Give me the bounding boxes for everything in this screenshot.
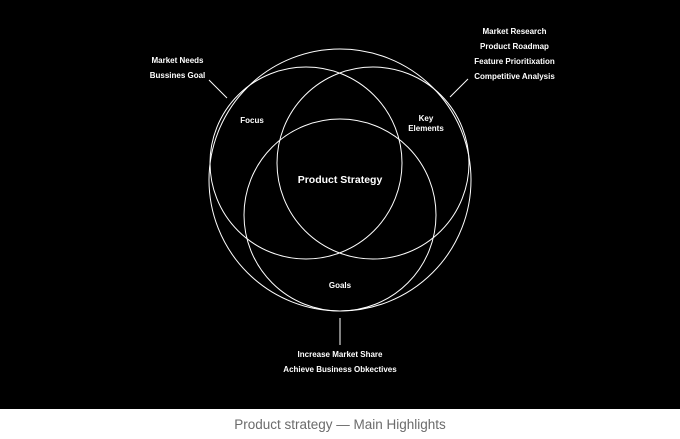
- right-note-2: Product Roadmap: [480, 42, 549, 51]
- focus-circle: [209, 66, 403, 260]
- bottom-note-1: Increase Market Share: [297, 350, 383, 359]
- diagram-canvas: Market Needs Bussines Goal Market Resear…: [0, 0, 680, 409]
- key-elements-circle: [276, 66, 470, 260]
- bottom-notes: Increase Market Share Achieve Business O…: [265, 347, 415, 377]
- bottom-note-2: Achieve Business Obkectives: [283, 365, 397, 374]
- venn-diagram: [208, 48, 472, 345]
- right-note-3: Feature Prioritixation: [474, 57, 555, 66]
- goals-circle: [243, 118, 437, 312]
- left-notes: Market Needs Bussines Goal: [130, 53, 225, 83]
- center-label: Product Strategy: [297, 174, 383, 186]
- right-notes: Market Research Product Roadmap Feature …: [462, 24, 567, 84]
- key-elements-label: Key Elements: [396, 114, 456, 134]
- focus-label: Focus: [240, 116, 264, 125]
- left-connector-line: [208, 79, 228, 99]
- goals-label: Goals: [328, 281, 352, 290]
- key-elements-line-2: Elements: [408, 124, 444, 133]
- left-note-2: Bussines Goal: [149, 71, 206, 80]
- right-note-4: Competitive Analysis: [474, 72, 555, 81]
- left-note-1: Market Needs: [151, 56, 204, 65]
- right-note-1: Market Research: [482, 27, 547, 36]
- figure-caption: Product strategy — Main Highlights: [234, 416, 446, 432]
- right-connector-line: [449, 78, 469, 98]
- key-elements-line-1: Key: [418, 114, 434, 123]
